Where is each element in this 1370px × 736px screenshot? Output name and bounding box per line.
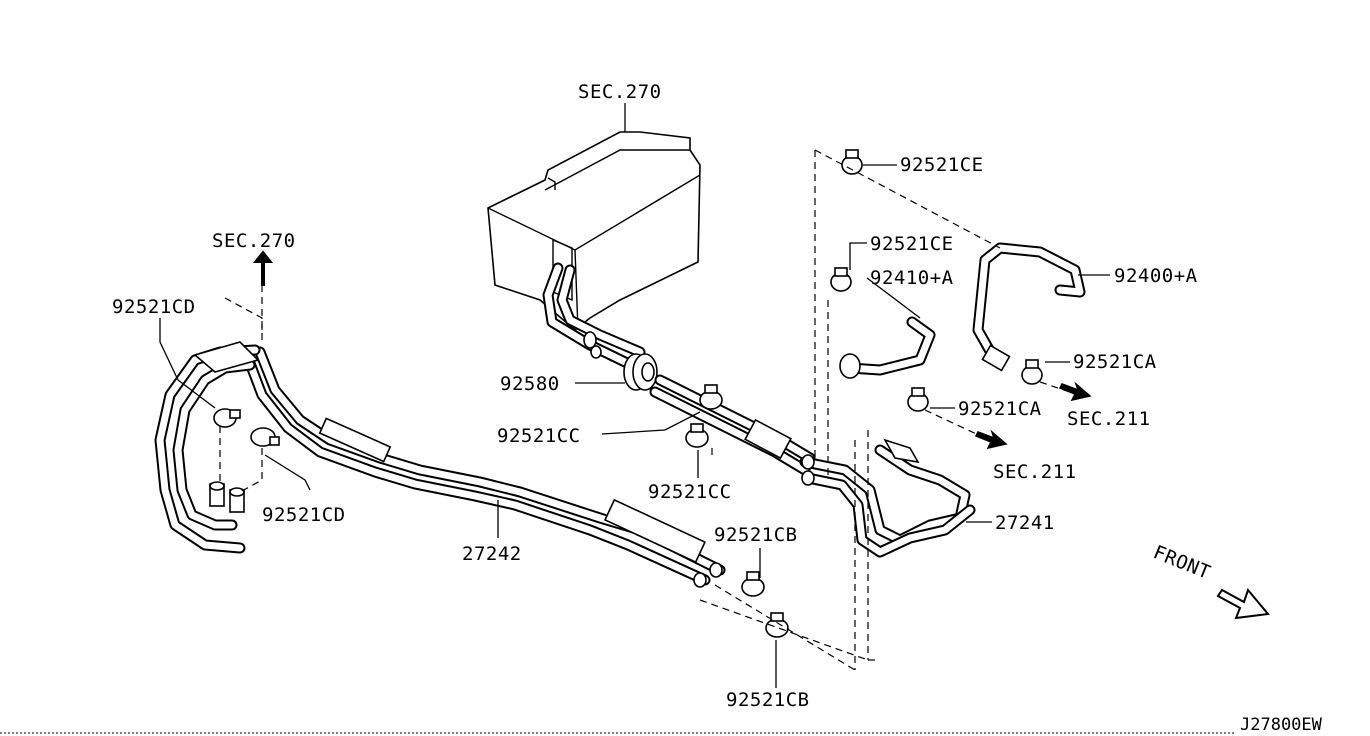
label-92521cd-bottom: 92521CD [262,504,346,526]
label-92521ca-right: 92521CA [1073,351,1157,373]
heater-unit [487,131,701,332]
label-92580: 92580 [500,373,560,395]
label-27241: 27241 [995,512,1055,534]
arrow-sec270-up [252,250,274,286]
clamp-92521ca-right [1021,359,1043,385]
clamp-92521cb-b [765,612,789,638]
label-92521ca-mid: 92521CA [958,398,1042,420]
clamp-92521cd-b [250,427,280,447]
label-92400a: 92400+A [1114,265,1198,287]
clamp-92521ca-mid [907,387,929,412]
label-sec211-mid: SEC.211 [993,461,1077,483]
hose-92410a [839,316,936,379]
arrow-sec211-mid [974,429,1008,450]
hose-27242 [242,346,816,588]
clamp-92521cb-a [741,571,765,597]
label-sec270-left: SEC.270 [212,230,296,252]
front-arrow [1216,587,1270,620]
left-hose-loop [154,341,261,554]
clamp-92521ce-top [841,149,863,175]
label-sec211-right: SEC.211 [1067,408,1151,430]
clamp-92521cc-b [685,423,709,448]
label-92521ce-mid: 92521CE [870,233,954,255]
label-92521cb-top: 92521CB [714,524,798,546]
leader-lines [159,103,1110,688]
grommet-92580 [623,353,658,391]
label-92521ce-top: 92521CE [900,154,984,176]
label-92521cd-top: 92521CD [112,296,196,318]
clamp-92521cc-a [699,384,723,410]
label-92410a: 92410+A [870,267,954,289]
hose-27241 [799,438,976,558]
reference-code: J27800EW [1240,715,1323,735]
arrow-sec211-right [1058,381,1092,402]
label-front: FRONT [1150,541,1214,584]
heater-pipes [542,262,646,368]
dashed-guides [219,149,1071,671]
label-27242: 27242 [462,543,522,565]
label-92521cc-left: 92521CC [497,425,581,447]
label-92521cc-bottom: 92521CC [648,481,732,503]
clamp-92521ce-mid [830,267,852,292]
hose-92400a [972,242,1086,372]
label-92521cb-bottom: 92521CB [726,689,810,711]
clamp-92521cd-a [213,408,241,428]
label-sec270-top: SEC.270 [578,81,662,103]
